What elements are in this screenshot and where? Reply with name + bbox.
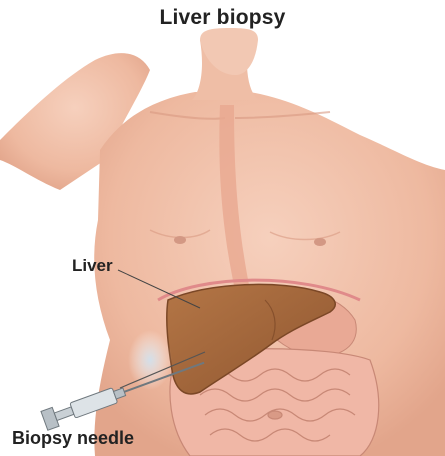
biopsy-needle-label: Biopsy needle xyxy=(12,428,134,449)
liver-label: Liver xyxy=(72,256,113,276)
